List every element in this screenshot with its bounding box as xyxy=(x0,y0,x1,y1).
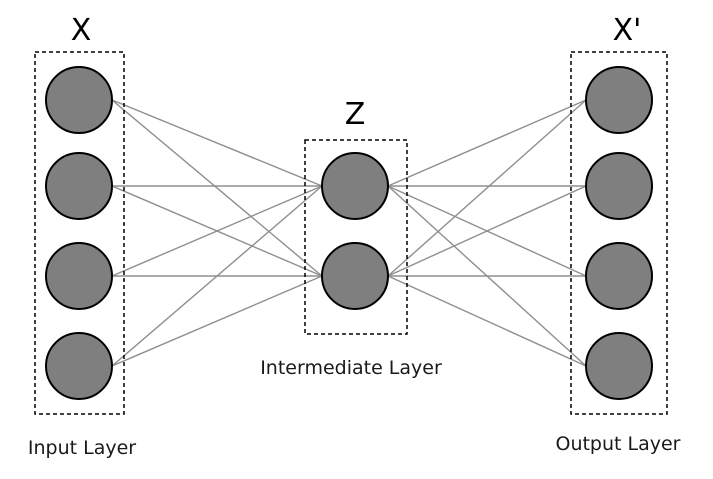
output-layer-symbol: X' xyxy=(613,13,642,48)
output-node-2 xyxy=(585,152,653,220)
output-node-3 xyxy=(585,242,653,310)
input-layer-symbol: X xyxy=(71,13,92,48)
intermediate-node-1 xyxy=(321,152,389,220)
output-node-1 xyxy=(585,66,653,134)
edge-input-4-to-intermediate-2 xyxy=(111,275,323,367)
input-node-1 xyxy=(45,66,113,134)
input-layer-box xyxy=(34,51,125,415)
output-node-4 xyxy=(585,332,653,400)
connection-edges xyxy=(111,99,587,367)
output-layer-box xyxy=(570,51,668,415)
input-node-2 xyxy=(45,152,113,220)
edge-input-1-to-intermediate-1 xyxy=(111,99,323,187)
edge-input-3-to-intermediate-1 xyxy=(111,185,323,277)
edge-input-4-to-intermediate-1 xyxy=(111,185,323,367)
intermediate-layer-label: Intermediate Layer xyxy=(260,357,442,379)
intermediate-layer-symbol: Z xyxy=(345,97,366,132)
edge-intermediate-2-to-output-1 xyxy=(387,99,587,277)
edge-intermediate-2-to-output-2 xyxy=(387,185,587,277)
input-layer-label: Input Layer xyxy=(28,437,136,459)
intermediate-layer-box xyxy=(304,139,408,335)
output-layer-label: Output Layer xyxy=(555,433,680,455)
input-node-3 xyxy=(45,242,113,310)
edge-intermediate-1-to-output-1 xyxy=(387,99,587,187)
input-node-4 xyxy=(45,332,113,400)
edge-intermediate-2-to-output-4 xyxy=(387,275,587,367)
edge-input-1-to-intermediate-2 xyxy=(111,99,323,277)
intermediate-node-2 xyxy=(321,242,389,310)
neuron-nodes xyxy=(45,66,653,400)
